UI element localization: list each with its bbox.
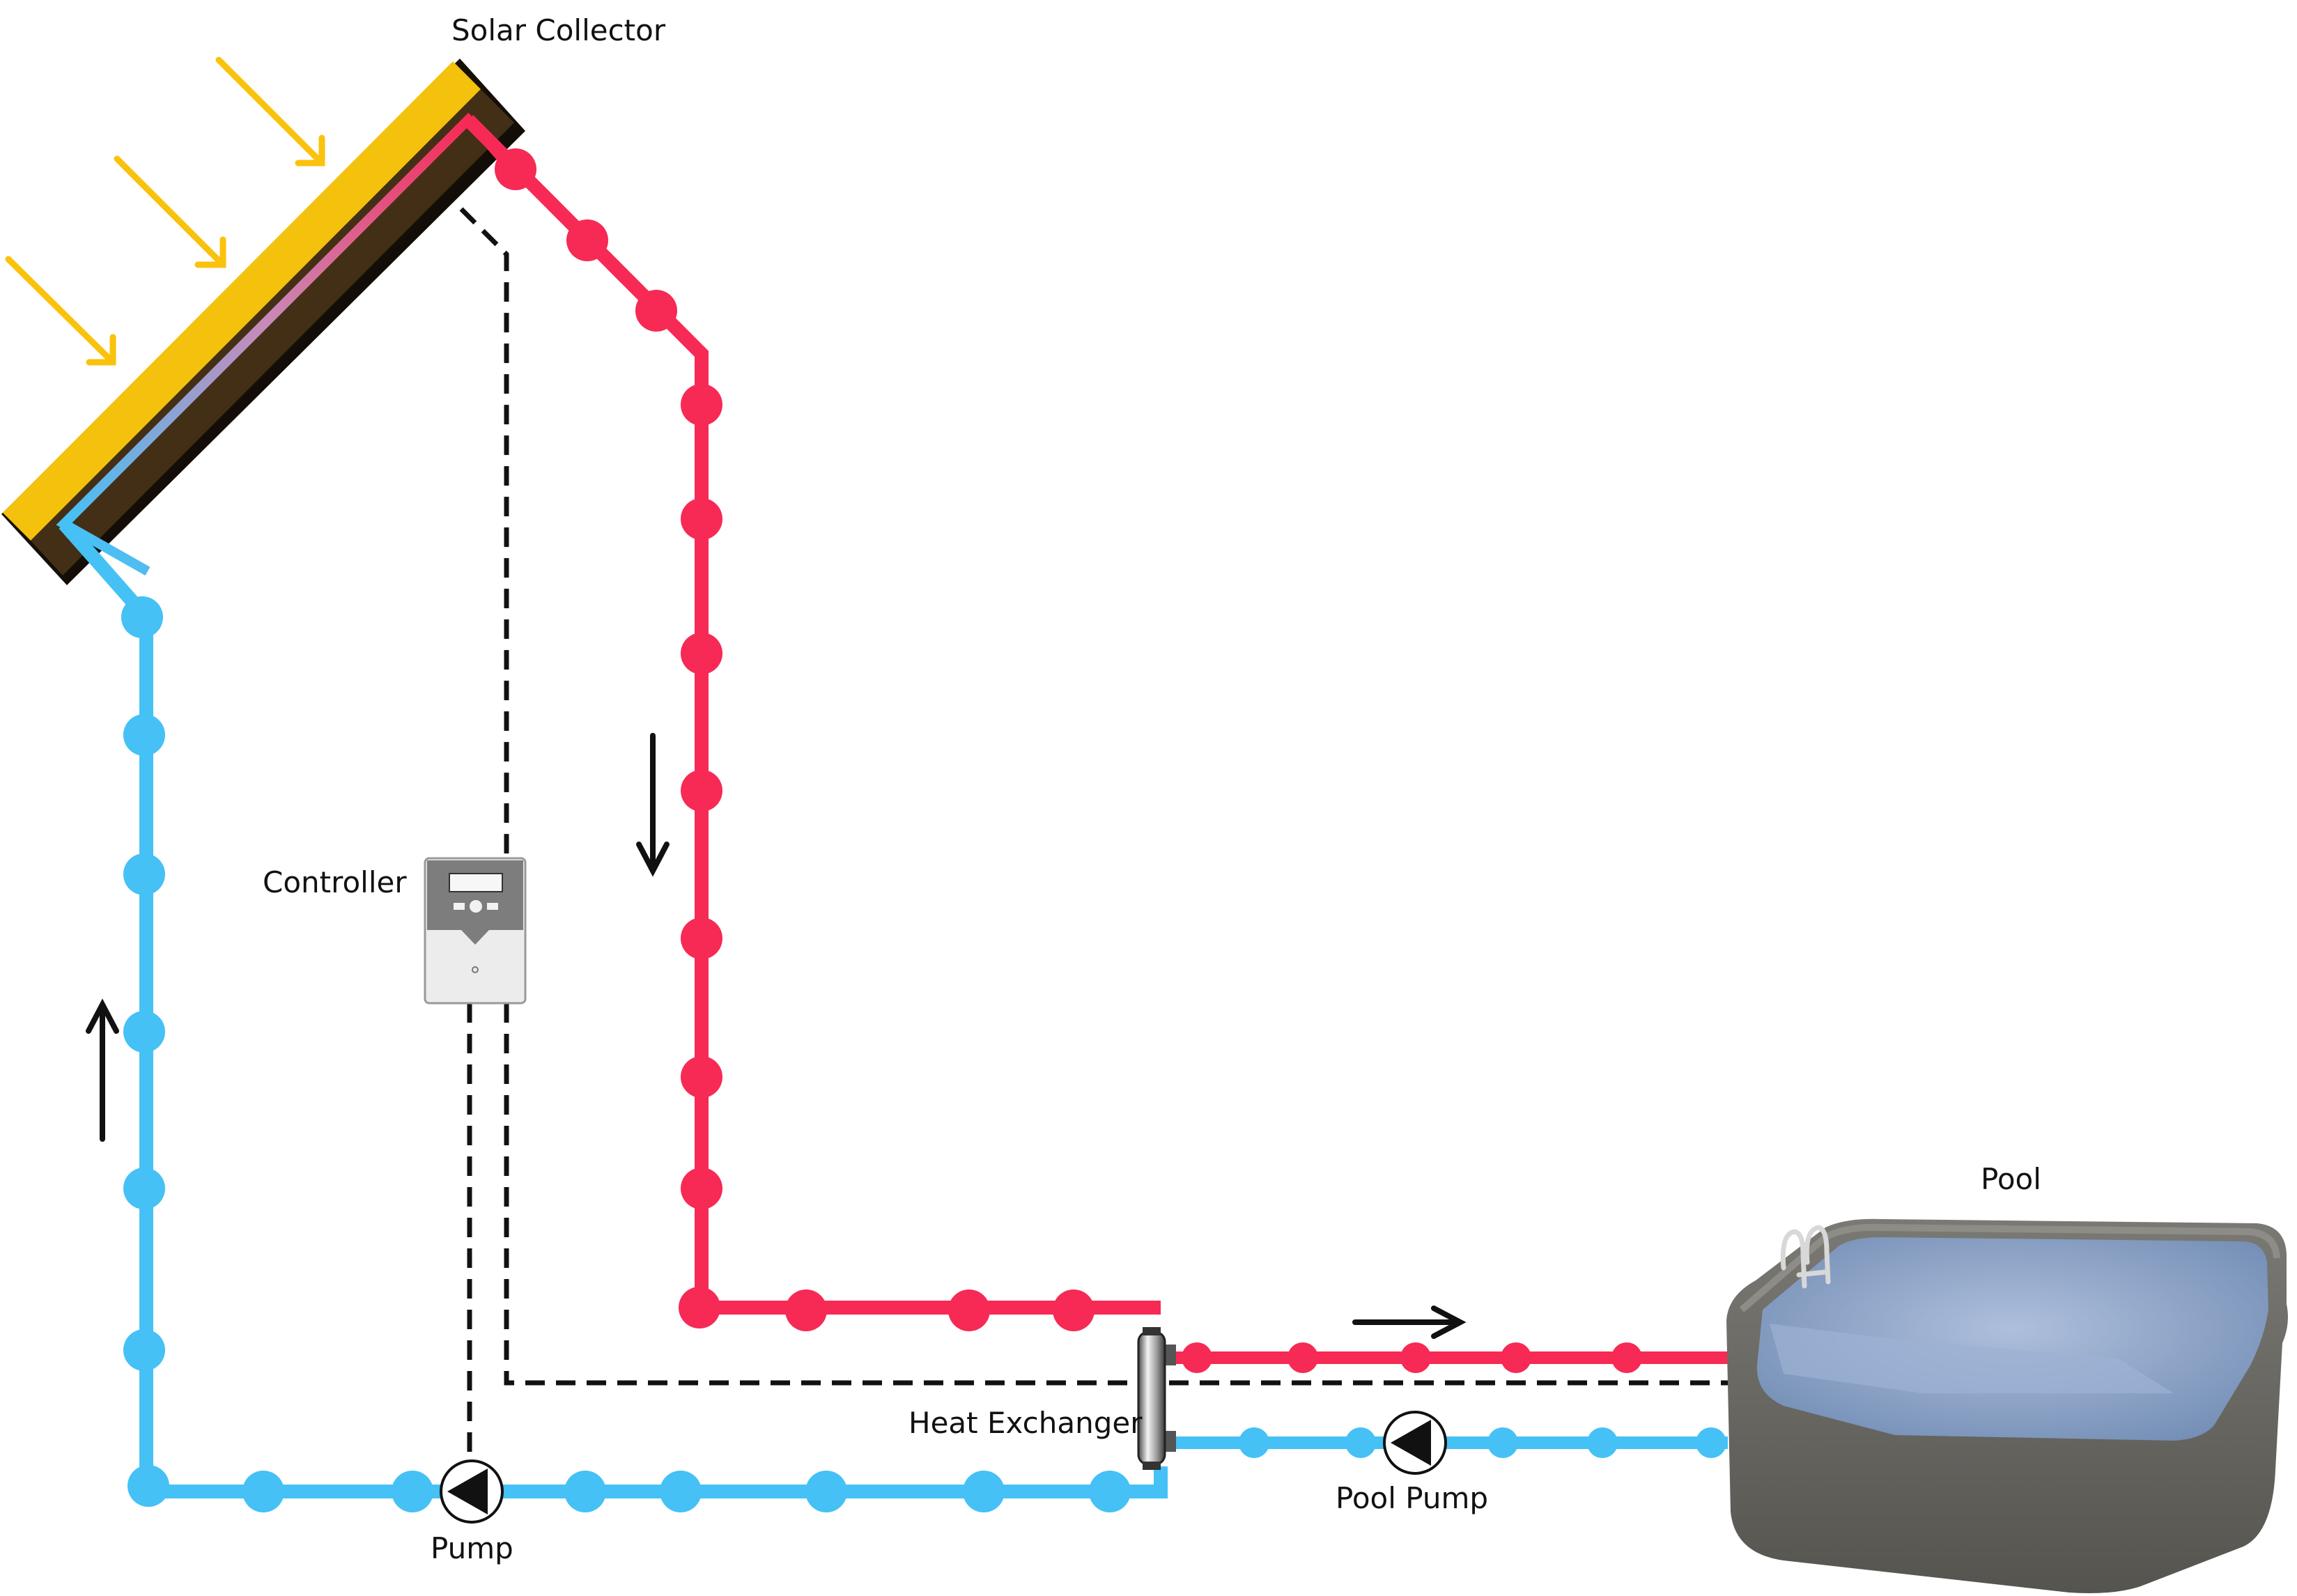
heat-exchanger-port-top xyxy=(1163,1345,1176,1365)
cold-pipe xyxy=(59,519,1728,1512)
heat-exchanger-cap-bottom xyxy=(1143,1462,1161,1470)
pool-label: Pool xyxy=(1981,1162,2041,1196)
sun-ray-arrow-icon xyxy=(215,56,325,166)
controller-label: Controller xyxy=(263,865,407,899)
sensor-wire-pool xyxy=(504,1003,1728,1386)
control-wires xyxy=(459,207,1728,1459)
pump-triangle-icon xyxy=(447,1469,488,1514)
heat-exchanger-label: Heat Exchanger xyxy=(908,1406,1143,1440)
controller-button-left xyxy=(454,903,465,910)
pool xyxy=(1726,1218,2288,1593)
pool-pump-label: Pool Pump xyxy=(1336,1481,1488,1515)
pump xyxy=(440,1459,504,1524)
hot-pipe-flow-dots xyxy=(495,148,1642,1373)
heat-exchanger-port-bottom xyxy=(1163,1431,1176,1452)
flow-arrows xyxy=(86,733,1467,1339)
cold-pipe-exchanger-to-collector xyxy=(59,519,1168,1498)
sun-rays xyxy=(5,56,325,366)
pool-water-step xyxy=(1770,1324,2174,1393)
pool-ladder-icon xyxy=(1780,1225,1831,1289)
pool-rim-highlight xyxy=(1739,1223,2280,1312)
sensor-wire-collector xyxy=(459,207,509,858)
pump-label: Pump xyxy=(431,1531,513,1565)
hot-pipe-collector-to-exchanger xyxy=(463,114,1161,1315)
controller xyxy=(424,857,527,1005)
sun-ray-arrow-icon xyxy=(114,155,226,268)
flow-right-arrow-icon xyxy=(1352,1306,1467,1339)
heat-exchanger xyxy=(1137,1327,1176,1470)
collector-frame xyxy=(3,61,481,541)
sun-ray-arrow-icon xyxy=(5,256,116,366)
controller-display xyxy=(449,873,503,892)
flow-up-arrow-icon xyxy=(86,998,119,1142)
pool-pump-triangle-icon xyxy=(1391,1420,1431,1466)
collector-glass xyxy=(31,89,514,575)
solar-collector-label: Solar Collector xyxy=(451,13,666,47)
pool-pump xyxy=(1383,1411,1447,1475)
controller-button-center xyxy=(470,900,482,913)
heat-exchanger-cylinder-icon xyxy=(1137,1331,1166,1466)
controller-button-right xyxy=(487,903,498,910)
controller-led xyxy=(472,966,479,973)
hot-pipe xyxy=(463,114,1728,1373)
flow-down-arrow-icon xyxy=(636,733,670,877)
heat-exchanger-cap-top xyxy=(1143,1327,1161,1335)
solar-collector xyxy=(1,59,525,585)
cold-pipe-flow-dots xyxy=(121,596,1726,1512)
